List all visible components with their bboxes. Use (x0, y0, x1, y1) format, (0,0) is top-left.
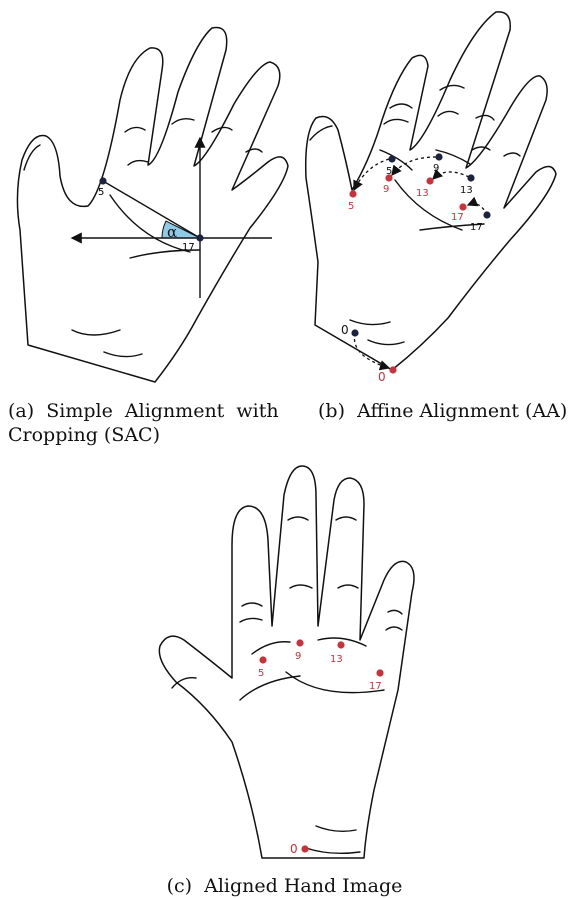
panel-b-source-label-9: 9 (433, 163, 439, 174)
panel-b-crease-finger-6 (472, 147, 490, 150)
panel-b-crease-finger-3 (440, 85, 464, 90)
panel-b-target-label-5: 5 (348, 201, 354, 212)
panel-b-crease-palm-1 (380, 150, 412, 170)
panel-b-crease-finger-2 (384, 119, 408, 124)
panel-a-caption-line1: (a) Simple Alignment with (8, 400, 290, 422)
panel-c-label-17: 17 (369, 681, 382, 692)
panel-b-target-label-0: 0 (378, 370, 386, 384)
panel-c-landmark-13 (337, 641, 344, 648)
panel-c-label-13: 13 (330, 654, 343, 665)
panel-c-crease-wrist-2 (306, 848, 360, 853)
panel-b-source-label-17: 17 (470, 222, 483, 233)
panel-c-landmark-9 (296, 639, 303, 646)
panel-a-crease-wrist (72, 330, 120, 335)
panel-b-source-landmark-0 (351, 329, 358, 336)
panel-c-crease-finger-6 (338, 585, 358, 588)
panel-a-crease-finger-3 (172, 119, 194, 124)
panel-c-landmark-0 (301, 845, 308, 852)
panel-b-target-landmark-5 (349, 190, 356, 197)
panel-c-label-0: 0 (290, 842, 298, 856)
panel-c-label-5: 5 (258, 668, 264, 679)
panel-c-label-9: 9 (295, 651, 301, 662)
panel-c-crease-finger-3 (288, 517, 308, 520)
panel-a-label-17: 17 (182, 242, 195, 253)
panel-b-affine-alignment: 5 9 13 17 0 5 9 13 17 0 (306, 12, 556, 384)
panel-c-crease-finger-4 (290, 585, 312, 588)
panel-a-landmark-17 (196, 234, 203, 241)
panel-a-simple-alignment: 5 17 α (17, 27, 288, 382)
panel-c-caption: (c) Aligned Hand Image (0, 875, 569, 897)
panel-c-crease-finger-1 (242, 603, 262, 606)
panel-c-landmark-5 (259, 656, 266, 663)
panel-c-landmark-17 (376, 669, 383, 676)
panel-b-caption: (b) Affine Alignment (AA) (318, 400, 567, 422)
panel-b-hand-outline (306, 12, 556, 370)
panel-c-hand-outline (159, 466, 414, 858)
panel-b-crease-wrist-2 (368, 340, 404, 345)
panel-b-target-label-17: 17 (451, 212, 464, 223)
panel-c-crease-finger-5 (336, 517, 356, 520)
panel-a-crease-finger-2 (128, 161, 148, 165)
panel-a-landmark-line (103, 181, 200, 238)
panel-b-target-landmark-0 (389, 366, 396, 373)
panel-b-target-landmark-13 (426, 177, 433, 184)
panel-c-aligned-hand: 5 9 13 17 0 (159, 466, 414, 858)
panel-c-crease-finger-2 (240, 618, 262, 622)
panel-a-crease-wrist-2 (104, 352, 142, 357)
panel-b-target-landmark-17 (459, 203, 466, 210)
panel-b-target-label-9: 9 (383, 184, 389, 195)
panel-b-source-landmark-5 (388, 155, 395, 162)
panel-c-crease-wrist (316, 826, 356, 831)
panel-a-label-5: 5 (98, 187, 104, 198)
panel-b-crease-wrist (350, 320, 390, 325)
panel-a-crease-finger-4 (212, 127, 232, 132)
panel-b-crease-finger-7 (504, 153, 520, 156)
panel-b-crease-finger-4 (438, 111, 458, 116)
panel-c-crease-palm-4 (240, 676, 300, 700)
panel-b-source-label-0: 0 (341, 323, 349, 337)
panel-b-target-label-13: 13 (416, 188, 429, 199)
panel-c-crease-finger-8 (386, 627, 402, 630)
panel-a-landmark-5 (99, 177, 106, 184)
panel-a-angle-symbol: α (167, 223, 177, 241)
panel-b-source-landmark-9 (435, 153, 442, 160)
panel-c-crease-finger-7 (388, 610, 402, 614)
panel-b-crease-thumb (310, 126, 332, 140)
panel-b-source-landmark-13 (467, 174, 474, 181)
panel-b-source-landmark-17 (483, 211, 490, 218)
panel-b-crease-finger-1 (390, 104, 412, 108)
panel-b-source-label-13: 13 (460, 185, 473, 196)
panel-a-hand-outline (17, 27, 288, 382)
panel-a-caption-line2: Cropping (SAC) (8, 424, 160, 446)
panel-b-target-landmark-9 (385, 174, 392, 181)
panel-a-crease-finger-1 (125, 127, 145, 132)
panel-a-crease-palm-1 (110, 195, 190, 252)
panel-c-crease-thumb (172, 678, 196, 688)
panel-c-crease-palm-1 (252, 642, 290, 654)
panel-b-crease-finger-5 (476, 115, 494, 120)
